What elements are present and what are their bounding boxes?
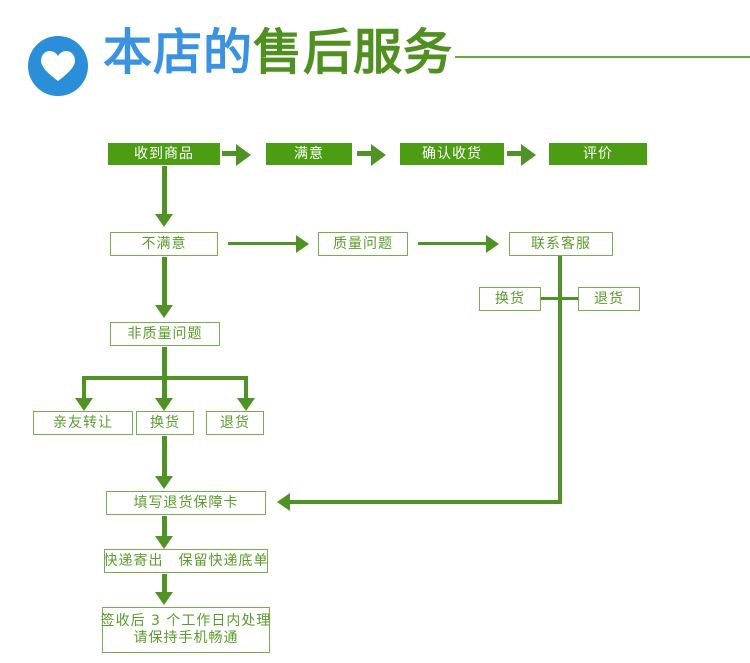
flow-node-satisfied: 满意 <box>266 143 352 165</box>
flow-node-processing-note: 签收后 3 个工作日内处理 请保持手机畅通 <box>100 607 272 653</box>
connector-line <box>162 516 167 540</box>
flow-node-ship-keep-receipt: 快递寄出 保留快递底单 <box>104 549 268 573</box>
title-divider <box>455 56 750 58</box>
connector-line <box>222 151 240 156</box>
connector-line <box>162 574 167 596</box>
connector-line <box>162 257 167 307</box>
arrow-down-icon <box>155 214 173 227</box>
flow-node-confirm-receipt: 确认收货 <box>400 143 504 165</box>
arrow-down-icon <box>75 398 93 411</box>
page-header: 本店的售后服务 <box>0 0 750 110</box>
connector-line <box>290 500 562 504</box>
connector-line <box>357 151 375 156</box>
connector-line <box>162 347 167 379</box>
connector-line <box>558 256 562 503</box>
arrow-left-icon <box>277 493 290 511</box>
arrow-down-icon <box>237 398 255 411</box>
page-title-primary: 本店的 <box>103 24 254 81</box>
processing-note-line1: 签收后 3 个工作日内处理 <box>100 613 272 629</box>
arrow-right-icon <box>371 144 386 166</box>
arrow-down-icon <box>155 592 173 605</box>
heart-circle-icon <box>28 36 88 96</box>
flow-node-contact-support: 联系客服 <box>509 232 613 256</box>
arrow-right-icon <box>486 235 499 253</box>
flow-node-quality-issue: 质量问题 <box>318 232 408 256</box>
flow-node-return: 退货 <box>206 411 264 435</box>
flow-node-non-quality-issue: 非质量问题 <box>110 322 220 346</box>
flow-node-support-return: 退货 <box>578 287 640 311</box>
connector-line <box>82 376 86 400</box>
arrow-down-icon <box>155 536 173 549</box>
connector-line <box>162 376 167 400</box>
page-title-secondary: 售后服务 <box>253 24 454 81</box>
processing-note-line2: 请保持手机畅通 <box>133 630 239 646</box>
connector-line <box>418 242 488 245</box>
flow-node-fill-return-card: 填写退货保障卡 <box>106 491 266 515</box>
connector-line <box>228 242 298 245</box>
page-title: 本店的售后服务 <box>103 23 453 83</box>
connector-line <box>244 376 248 400</box>
flow-node-transfer-to-friend: 亲友转让 <box>33 411 133 435</box>
flow-node-support-exchange: 换货 <box>479 287 541 311</box>
arrow-down-icon <box>155 476 173 489</box>
flow-node-received-goods: 收到商品 <box>108 143 220 165</box>
flow-node-exchange: 换货 <box>136 411 194 435</box>
connector-line <box>162 436 167 478</box>
arrow-right-icon <box>296 235 309 253</box>
arrow-down-icon <box>155 398 173 411</box>
arrow-right-icon <box>521 144 536 166</box>
flow-node-review: 评价 <box>549 143 647 165</box>
arrow-down-icon <box>155 305 173 318</box>
flow-node-unsatisfied: 不满意 <box>110 232 218 256</box>
connector-line <box>507 151 525 156</box>
connector-line <box>162 166 167 216</box>
connector-line <box>536 297 584 300</box>
arrow-right-icon <box>236 144 251 166</box>
